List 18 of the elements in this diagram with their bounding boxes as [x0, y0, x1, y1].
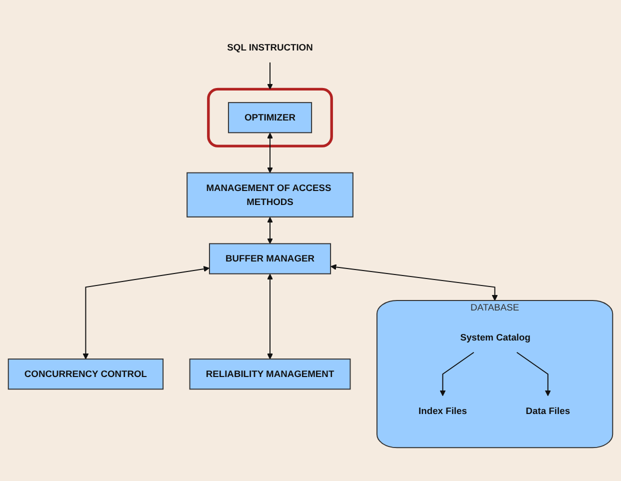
node-box: OPTIMIZER [228, 102, 312, 134]
arrow [330, 264, 498, 302]
arrow [267, 62, 273, 90]
arrow [516, 352, 551, 397]
arrow [267, 274, 273, 360]
node-box: MANAGEMENT OF ACCESS METHODS [186, 172, 354, 218]
node-box: BUFFER MANAGER [208, 244, 332, 275]
arrow [267, 217, 273, 244]
node-box: RELIABILITY MANAGEMENT [189, 359, 351, 390]
arrow [267, 133, 273, 174]
arrow [440, 352, 474, 397]
node-text: Index Files [418, 406, 467, 416]
arrow [82, 266, 210, 360]
node-text: System Catalog [460, 332, 530, 343]
cluster [207, 88, 333, 148]
node-box: CONCURRENCY CONTROL [8, 359, 164, 390]
node-text: Data Files [526, 406, 570, 416]
node-text: SQL INSTRUCTION [227, 42, 313, 53]
